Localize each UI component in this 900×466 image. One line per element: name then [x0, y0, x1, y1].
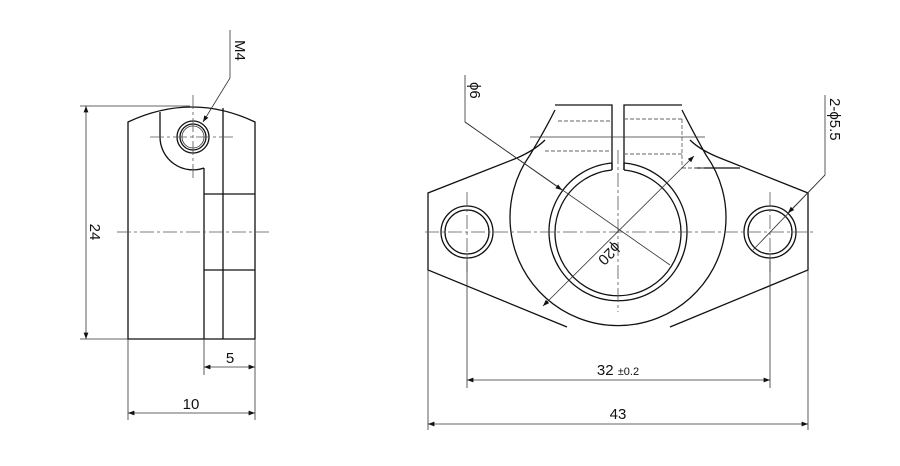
right-jaw: [623, 104, 682, 170]
flange-outline: [427, 139, 809, 328]
thread-label: M4: [231, 40, 248, 61]
front-view: ϕ6 ϕ20 2-ϕ5.5 32 ±0.2 43: [425, 75, 843, 430]
overall-width-dimension: 43: [610, 406, 627, 423]
side-outline: [127, 106, 256, 340]
left-jaw: [555, 104, 613, 170]
bore-diameter-label: ϕ20: [594, 238, 624, 268]
width-dimension: 10: [183, 396, 200, 413]
clamp-tab: [159, 108, 224, 339]
height-dimension: 24: [86, 224, 103, 241]
pin-hole-label: ϕ6: [466, 82, 483, 99]
mount-holes-label: 2-ϕ5.5: [826, 98, 843, 141]
side-view: 24 5 10 M4: [80, 30, 270, 420]
slot-depth-dimension: 5: [226, 350, 234, 367]
hole-spacing-dimension: 32 ±0.2: [597, 362, 639, 379]
